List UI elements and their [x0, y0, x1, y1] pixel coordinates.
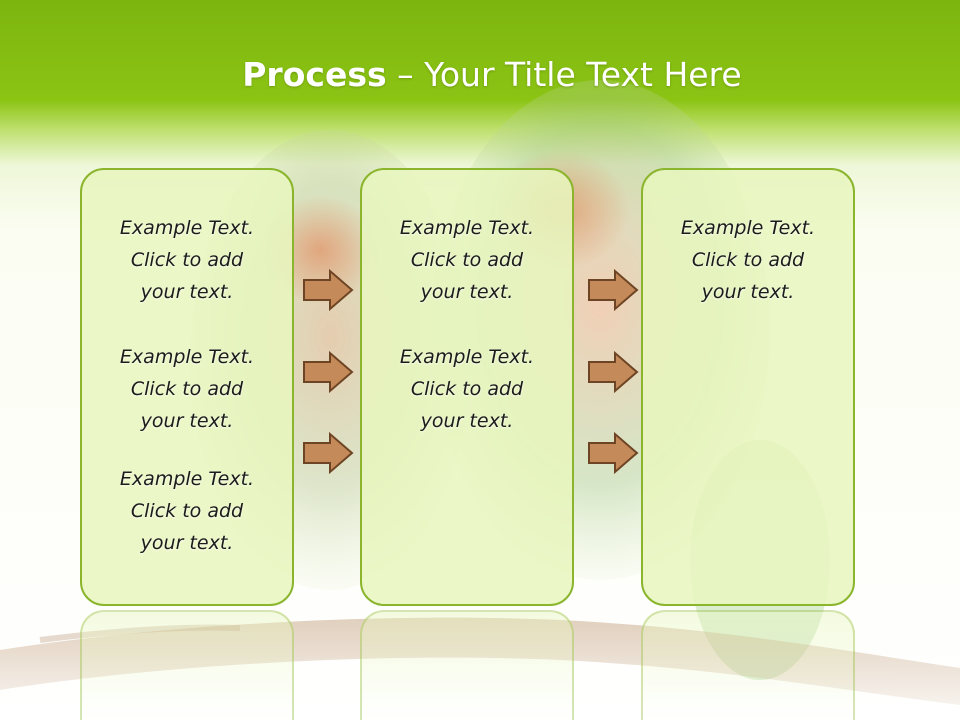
text-line: your text. — [701, 281, 795, 303]
panel-reflection — [80, 610, 294, 720]
right-arrow-icon[interactable] — [302, 268, 354, 312]
text-line: your text. — [420, 281, 514, 303]
text-line: your text. — [140, 410, 234, 432]
process-panel-3[interactable]: Example Text. Click to add your text. — [641, 168, 855, 606]
right-arrow-icon[interactable] — [302, 431, 354, 475]
process-panel-2[interactable]: Example Text. Click to add your text. Ex… — [360, 168, 574, 606]
text-line: Example Text. — [399, 346, 535, 368]
text-block[interactable]: Example Text. Click to add your text. — [82, 341, 292, 437]
text-line: Example Text. — [119, 468, 255, 490]
text-line: Click to add — [691, 249, 805, 271]
title-emphasis: Process — [242, 55, 387, 94]
text-line: Example Text. — [399, 217, 535, 239]
text-block[interactable]: Example Text. Click to add your text. — [362, 212, 572, 308]
text-line: your text. — [140, 281, 234, 303]
text-block[interactable]: Example Text. Click to add your text. — [643, 212, 853, 308]
text-line: Example Text. — [680, 217, 816, 239]
text-line: Click to add — [130, 500, 244, 522]
text-line: Example Text. — [119, 217, 255, 239]
right-arrow-icon[interactable] — [302, 350, 354, 394]
text-line: Click to add — [130, 249, 244, 271]
text-line: your text. — [420, 410, 514, 432]
right-arrow-icon[interactable] — [587, 268, 639, 312]
panel-reflection — [641, 610, 855, 720]
text-line: Click to add — [410, 378, 524, 400]
text-line: your text. — [140, 532, 234, 554]
text-block[interactable]: Example Text. Click to add your text. — [82, 212, 292, 308]
text-line: Click to add — [410, 249, 524, 271]
text-block[interactable]: Example Text. Click to add your text. — [82, 463, 292, 559]
right-arrow-icon[interactable] — [587, 431, 639, 475]
text-line: Click to add — [130, 378, 244, 400]
panel-reflection — [360, 610, 574, 720]
text-block[interactable]: Example Text. Click to add your text. — [362, 341, 572, 437]
title-text: – Your Title Text Here — [386, 55, 742, 94]
process-panel-1[interactable]: Example Text. Click to add your text. Ex… — [80, 168, 294, 606]
slide-title[interactable]: Process – Your Title Text Here — [0, 52, 960, 98]
right-arrow-icon[interactable] — [587, 350, 639, 394]
text-line: Example Text. — [119, 346, 255, 368]
